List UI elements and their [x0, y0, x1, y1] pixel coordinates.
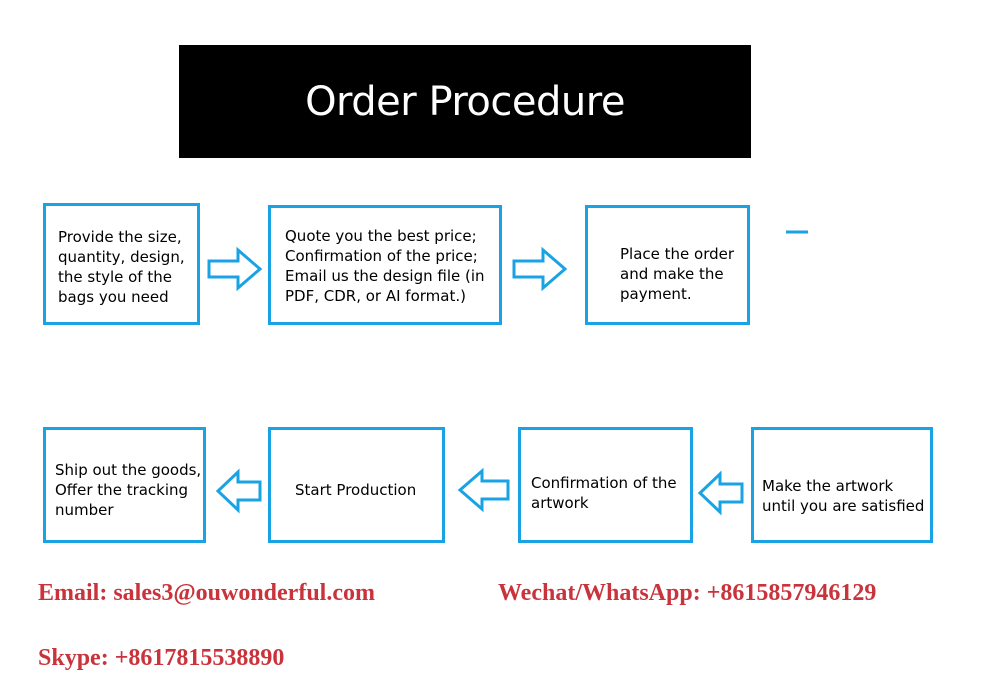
arrow-left-icon — [697, 470, 744, 516]
step-text-3: Place the order and make the payment. — [620, 245, 735, 303]
step-box-7: Ship out the goods, Offer the tracking n… — [43, 427, 206, 543]
contact-email: Email: sales3@ouwonderful.com — [38, 580, 375, 606]
step-text-4: Make the artwork until you are satisfied — [762, 477, 925, 515]
title-banner: Order Procedure — [179, 45, 751, 158]
page-title: Order Procedure — [305, 78, 625, 125]
arrow-right-icon — [207, 246, 263, 292]
contact-skype: Skype: +8617815538890 — [38, 645, 285, 671]
step-text-5: Confirmation of the artwork — [531, 474, 677, 512]
step-text-2: Quote you the best price; Confirmation o… — [285, 227, 485, 305]
step-box-2: Quote you the best price; Confirmation o… — [268, 205, 502, 325]
contact-wechat: Wechat/WhatsApp: +8615857946129 — [498, 580, 877, 606]
arrow-right-icon — [512, 246, 568, 292]
step-box-1: Provide the size, quantity, design, the … — [43, 203, 200, 325]
step-box-5: Confirmation of the artwork — [518, 427, 693, 543]
step-box-3: Place the order and make the payment. — [585, 205, 750, 325]
step-text-7: Ship out the goods, Offer the tracking n… — [55, 461, 202, 519]
step-text-1: Provide the size, quantity, design, the … — [58, 228, 185, 306]
step-box-4: Make the artwork until you are satisfied — [751, 427, 933, 543]
arrow-left-icon — [457, 467, 510, 513]
step-box-6: Start Production — [268, 427, 445, 543]
arrow-left-icon — [215, 468, 262, 514]
step-text-6: Start Production — [295, 481, 417, 499]
